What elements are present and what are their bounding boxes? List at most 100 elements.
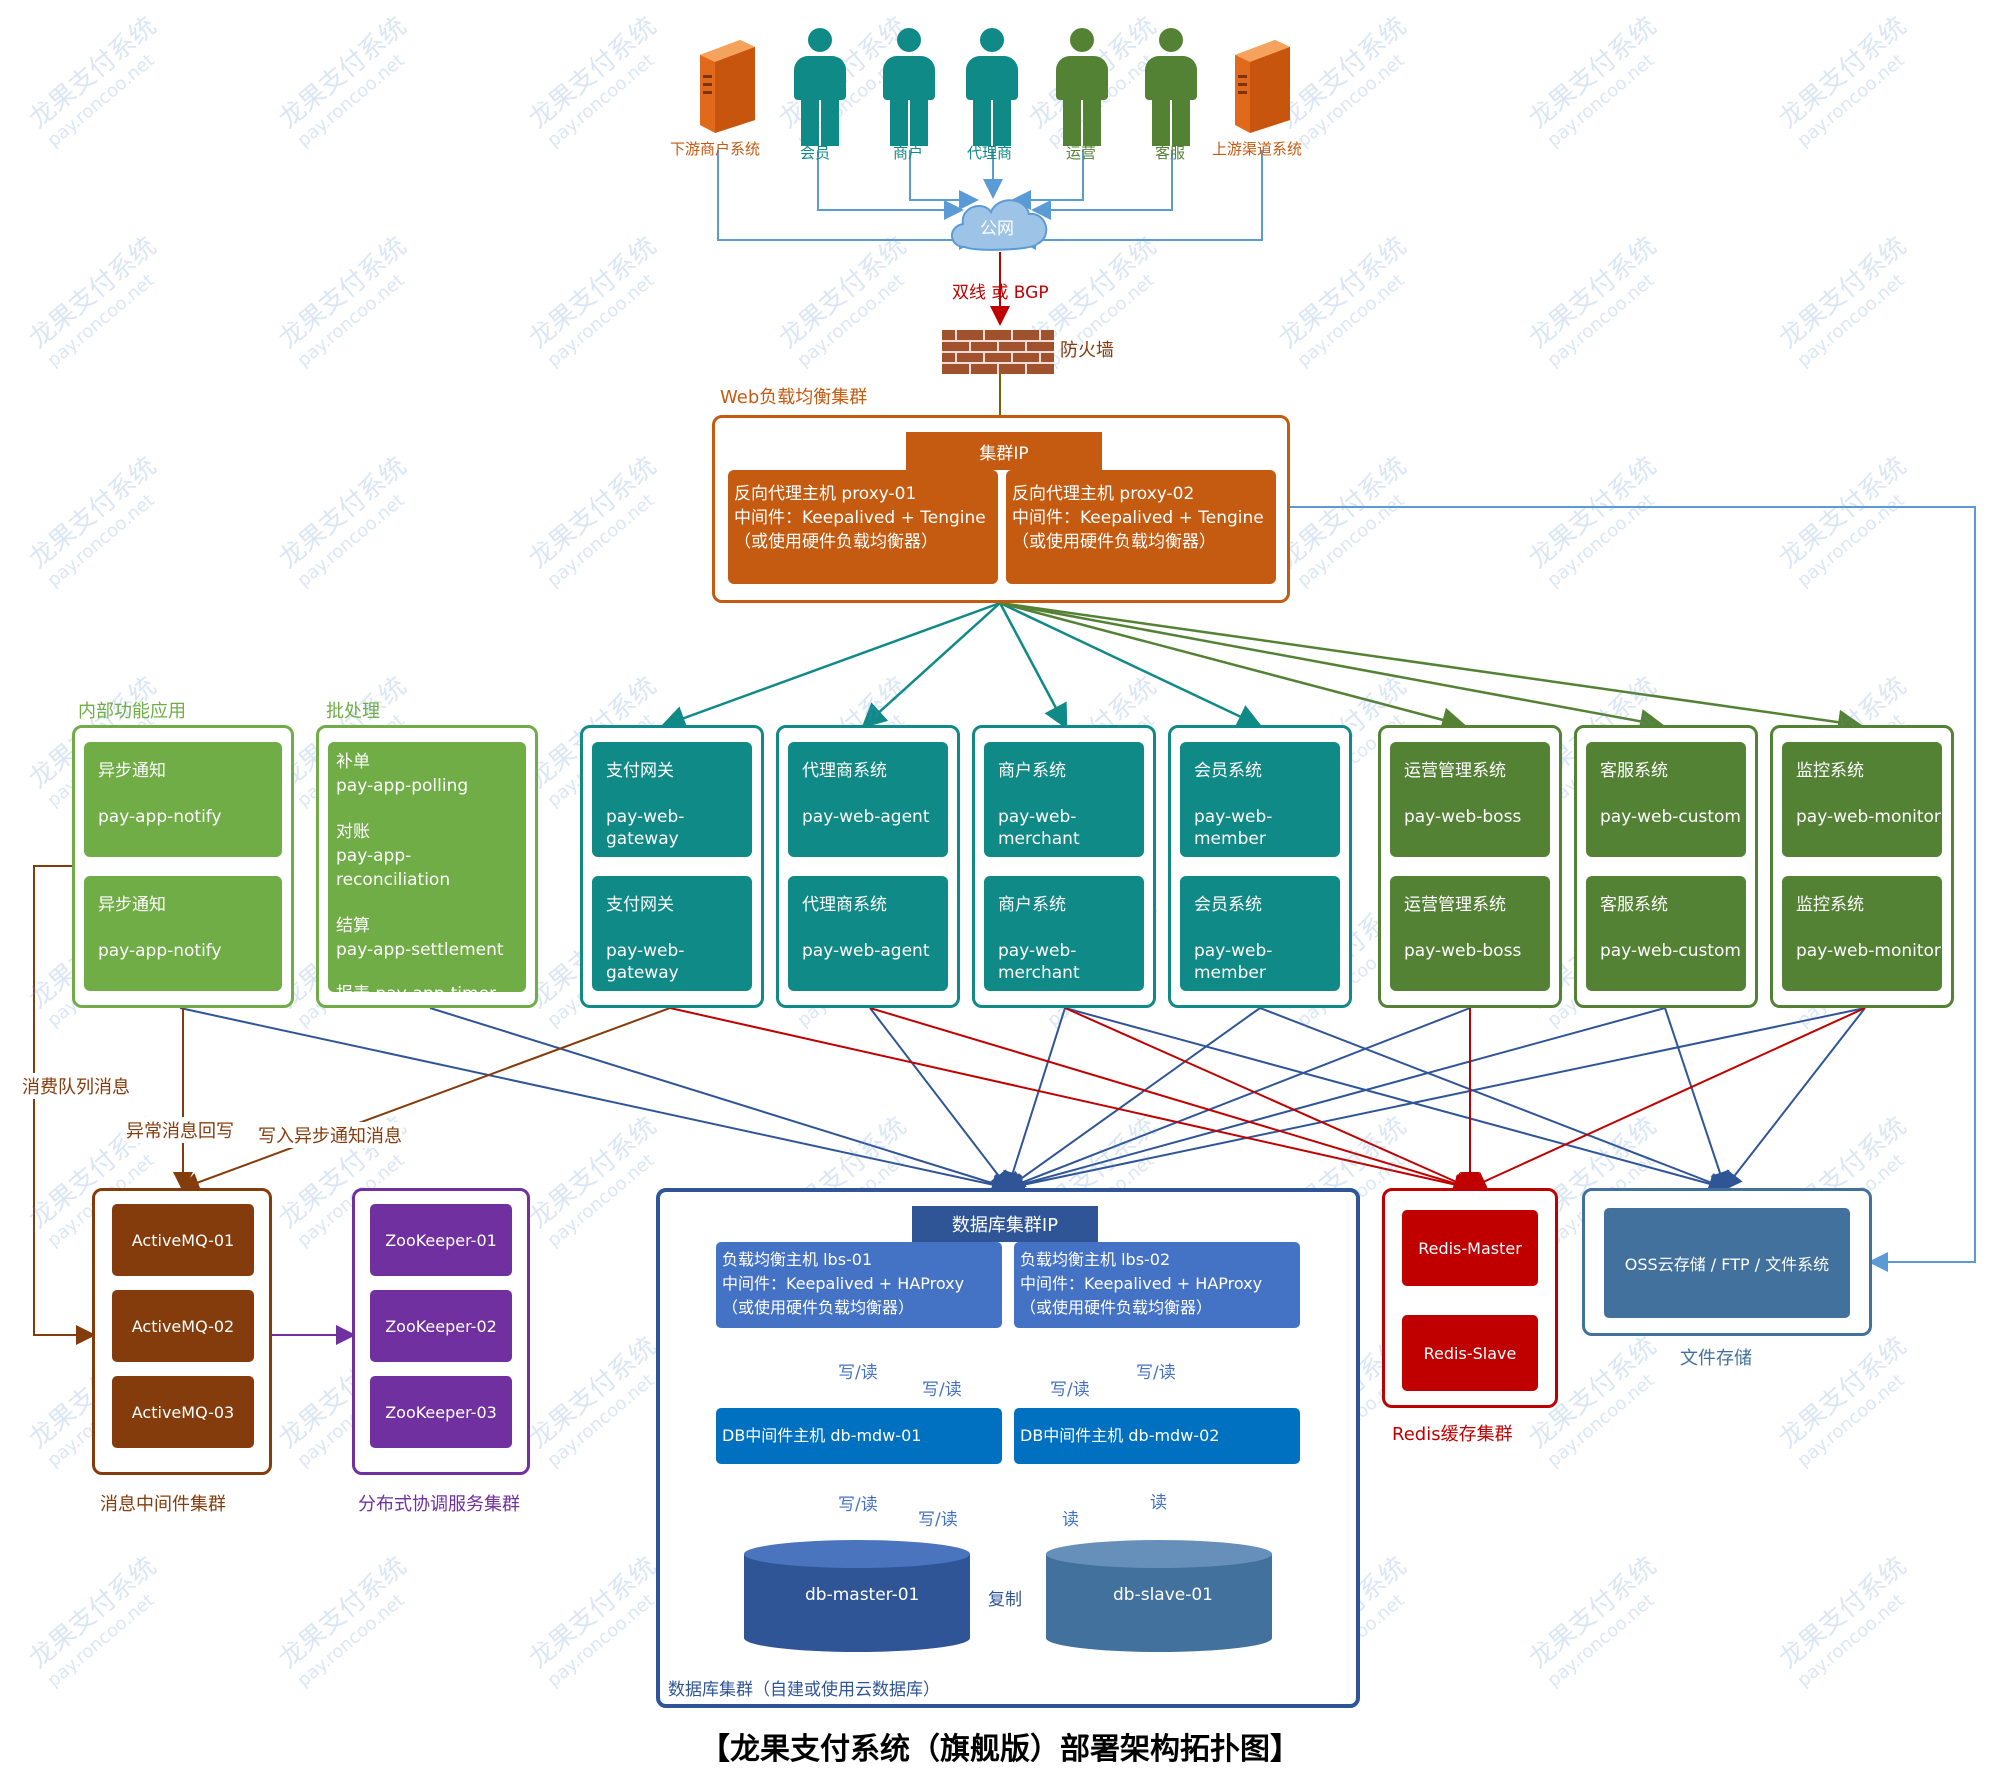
firewall-icon	[942, 330, 1054, 374]
web-app-id: pay-web-gateway	[606, 807, 685, 850]
batch-settlement-title: 结算	[336, 916, 370, 936]
lbs-02-middleware: 中间件：Keepalived + HAProxy	[1020, 1274, 1263, 1293]
lbs-01-title: 负载均衡主机 lbs-01	[722, 1250, 873, 1269]
web-app-node-gateway: 支付网关 pay-web-gateway	[592, 742, 752, 857]
web-app-title: 会员系统	[1194, 895, 1262, 915]
lbs-01-note: （或使用硬件负载均衡器）	[722, 1298, 915, 1317]
notify-app-card: 异步通知 pay-app-notify	[84, 742, 282, 857]
batch-group-label: 批处理	[326, 701, 380, 722]
storage-group-label: 文件存储	[1680, 1348, 1752, 1369]
web-app-title: 客服系统	[1600, 761, 1668, 781]
link-label: 双线 或 BGP	[952, 283, 1049, 303]
client-label-merchant: 商户	[893, 144, 924, 162]
notify-app-card: 异步通知 pay-app-notify	[84, 876, 282, 991]
server-icon	[690, 35, 760, 135]
lbs-01-host: 负载均衡主机 lbs-01 中间件：Keepalived + HAProxy （…	[716, 1242, 1002, 1328]
client-label-operations: 运营	[1066, 144, 1097, 162]
web-app-id: pay-web-merchant	[998, 807, 1080, 850]
redis-group-label: Redis缓存集群	[1392, 1424, 1513, 1445]
rw-label: 写/读	[922, 1375, 962, 1400]
web-app-id: pay-web-custom	[1600, 941, 1741, 961]
web-app-id: pay-web-agent	[802, 807, 930, 827]
web-app-title: 代理商系统	[802, 895, 887, 915]
client-label-member: 会员	[800, 144, 831, 162]
proxy-02-host: 反向代理主机 proxy-02 中间件：Keepalived + Tengine…	[1006, 470, 1276, 584]
client-label-upstream: 上游渠道系统	[1212, 140, 1303, 158]
notify-app-id: pay-app-notify	[98, 941, 222, 961]
web-app-title: 客服系统	[1600, 895, 1668, 915]
db-cluster-ip-badge: 数据库集群IP	[912, 1206, 1098, 1242]
proxy-02-note: （或使用硬件负载均衡器）	[1012, 532, 1216, 552]
web-app-id: pay-web-boss	[1404, 941, 1522, 961]
proxy-01-host: 反向代理主机 proxy-01 中间件：Keepalived + Tengine…	[728, 470, 998, 584]
zookeeper-01-node: ZooKeeper-01	[370, 1204, 512, 1276]
web-app-title: 商户系统	[998, 895, 1066, 915]
web-app-id: pay-web-custom	[1600, 807, 1741, 827]
proxy-01-title: 反向代理主机 proxy-01	[734, 484, 917, 504]
lbs-02-host: 负载均衡主机 lbs-02 中间件：Keepalived + HAProxy （…	[1014, 1242, 1300, 1328]
merchant-user-icon	[880, 28, 938, 148]
read-label: 读	[1062, 1505, 1079, 1530]
web-app-node-agent: 代理商系统 pay-web-agent	[788, 742, 948, 857]
cloud-icon	[945, 192, 1055, 254]
web-app-title: 支付网关	[606, 761, 674, 781]
web-app-id: pay-web-merchant	[998, 941, 1080, 984]
web-app-node-merchant: 商户系统 pay-web-merchant	[984, 876, 1144, 991]
agent-user-icon	[963, 28, 1021, 148]
rw-label: 写/读	[1136, 1358, 1176, 1383]
redis-master-node: Redis-Master	[1402, 1210, 1538, 1286]
batch-apps-card: 补单 pay-app-polling 对账 pay-app-reconcilia…	[328, 742, 526, 1004]
db-mdw-02-host: DB中间件主机 db-mdw-02	[1014, 1408, 1300, 1464]
web-app-title: 运营管理系统	[1404, 895, 1506, 915]
lbs-02-title: 负载均衡主机 lbs-02	[1020, 1250, 1171, 1269]
batch-polling-title: 补单	[336, 752, 370, 772]
web-app-node-boss: 运营管理系统 pay-web-boss	[1390, 876, 1550, 991]
notify-app-title: 异步通知	[98, 895, 166, 915]
redis-slave-node: Redis-Slave	[1402, 1315, 1538, 1391]
zookeeper-03-node: ZooKeeper-03	[370, 1376, 512, 1448]
activemq-02-node: ActiveMQ-02	[112, 1290, 254, 1362]
web-app-title: 支付网关	[606, 895, 674, 915]
operations-user-icon	[1053, 28, 1111, 148]
lbs-02-note: （或使用硬件负载均衡器）	[1020, 1298, 1213, 1317]
rw-label: 写/读	[918, 1505, 958, 1530]
web-app-id: pay-web-member	[1194, 941, 1273, 984]
proxy-01-middleware: 中间件：Keepalived + Tengine	[734, 508, 986, 528]
activemq-03-node: ActiveMQ-03	[112, 1376, 254, 1448]
web-app-id: pay-web-monitor	[1796, 807, 1941, 827]
internet-label: 公网	[980, 219, 1014, 239]
error-writeback-label: 异常消息回写	[126, 1117, 234, 1143]
batch-polling-id: pay-app-polling	[336, 776, 469, 796]
web-app-id: pay-web-agent	[802, 941, 930, 961]
page-title: 【龙果支付系统（旗舰版）部署架构拓扑图】	[700, 1732, 1300, 1767]
db-mdw-01-host: DB中间件主机 db-mdw-01	[716, 1408, 1002, 1464]
client-label-support: 客服	[1155, 144, 1186, 162]
member-user-icon	[791, 28, 849, 148]
web-app-title: 商户系统	[998, 761, 1066, 781]
batch-timer: 报表 pay-app-timer	[336, 984, 497, 1004]
web-app-title: 代理商系统	[802, 761, 887, 781]
notify-app-title: 异步通知	[98, 761, 166, 781]
rw-label: 写/读	[1050, 1375, 1090, 1400]
web-app-node-agent: 代理商系统 pay-web-agent	[788, 876, 948, 991]
web-app-node-custom: 客服系统 pay-web-custom	[1586, 876, 1746, 991]
web-app-title: 运营管理系统	[1404, 761, 1506, 781]
web-app-node-member: 会员系统 pay-web-member	[1180, 876, 1340, 991]
web-app-node-custom: 客服系统 pay-web-custom	[1586, 742, 1746, 857]
write-notify-label: 写入异步通知消息	[258, 1122, 402, 1148]
zk-group-label: 分布式协调服务集群	[358, 1494, 520, 1515]
server-icon	[1225, 35, 1295, 135]
web-app-node-merchant: 商户系统 pay-web-merchant	[984, 742, 1144, 857]
web-app-title: 监控系统	[1796, 895, 1864, 915]
mq-group-label: 消息中间件集群	[100, 1494, 226, 1515]
batch-settlement-id: pay-app-settlement	[336, 940, 504, 960]
web-app-id: pay-web-gateway	[606, 941, 685, 984]
db-master-label: db-master-01	[805, 1585, 920, 1605]
db-group-label: 数据库集群（自建或使用云数据库）	[668, 1680, 940, 1700]
read-label: 读	[1150, 1488, 1167, 1513]
